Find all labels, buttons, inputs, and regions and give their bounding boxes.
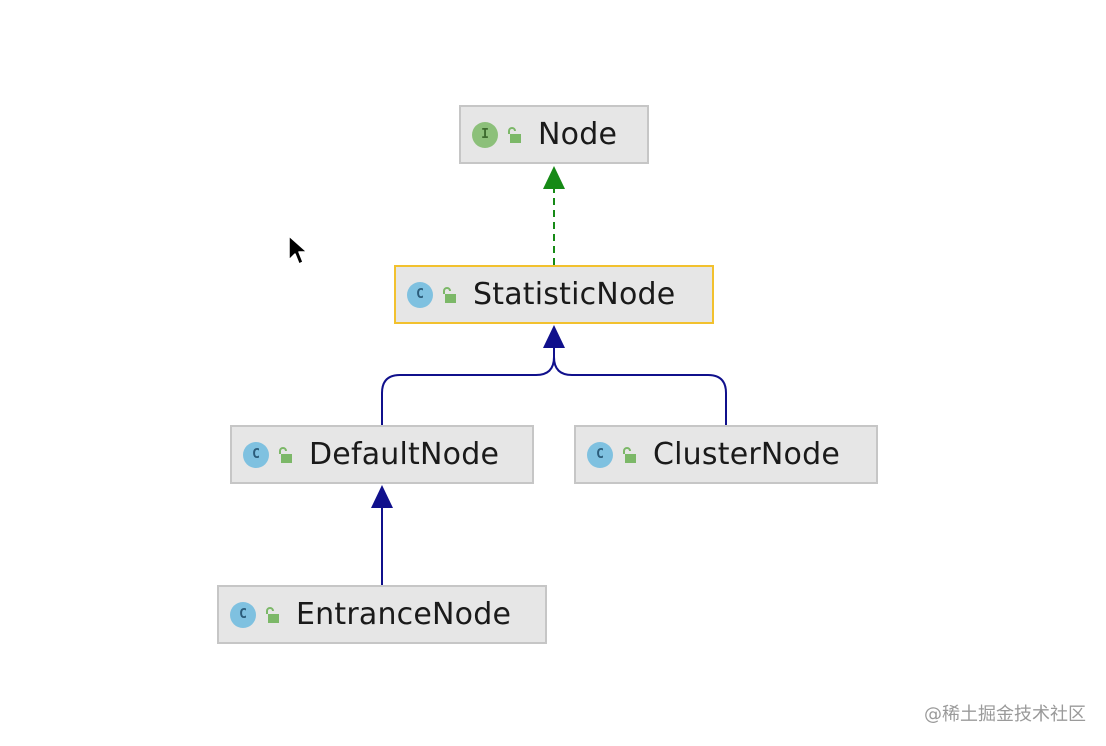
statisticnode-label: StatisticNode (473, 277, 676, 312)
class-badge-icon: C (407, 281, 433, 308)
node-box-statisticnode[interactable]: C StatisticNode (394, 265, 714, 324)
mouse-pointer-icon (288, 235, 308, 265)
open-lock-icon (279, 446, 292, 463)
open-lock-icon (443, 286, 456, 303)
node-box-defaultnode[interactable]: C DefaultNode (230, 425, 534, 484)
implements-arrowhead (543, 166, 565, 189)
open-lock-icon (266, 606, 279, 623)
defaultnode-label: DefaultNode (309, 437, 500, 472)
node-box-node[interactable]: I Node (459, 105, 649, 164)
node-box-entrancenode[interactable]: C EntranceNode (217, 585, 547, 644)
watermark-text: @稀土掘金技术社区 (924, 704, 1086, 725)
node-box-clusternode[interactable]: C ClusterNode (574, 425, 878, 484)
class-badge-icon: C (230, 601, 256, 628)
clusternode-label: ClusterNode (653, 437, 840, 472)
node-label: Node (538, 117, 618, 152)
extends-arrowhead-statisticnode (543, 325, 565, 348)
class-badge-icon: C (243, 441, 269, 468)
open-lock-icon (508, 126, 521, 143)
extends-edge-defaultnode-statisticnode (381, 345, 555, 425)
open-lock-icon (623, 446, 636, 463)
extends-edge-clusternode-statisticnode (553, 356, 727, 425)
class-badge-icon: C (587, 441, 613, 468)
entrancenode-label: EntranceNode (296, 597, 512, 632)
interface-badge-icon: I (472, 121, 498, 148)
extends-arrowhead-defaultnode (371, 485, 393, 508)
